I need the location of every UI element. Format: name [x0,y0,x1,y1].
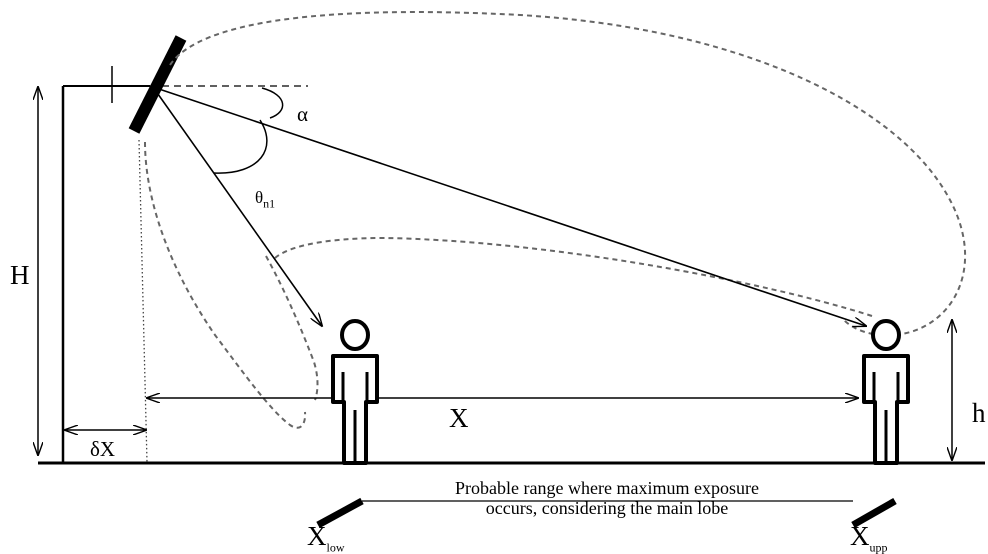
range-upp-mark [851,497,897,529]
label-H: H [10,260,30,290]
null-beam-arrow [152,86,322,326]
label-delta-X: δX [90,437,116,461]
alpha-angle-arc [261,87,284,119]
label-x-upp: Xupp [850,521,888,554]
label-x-low: Xlow [307,521,345,554]
main-lobe-inner-edge [274,236,873,317]
probable-range-note-line1: Probable range where maximum exposure [455,478,759,498]
main-lobe-outline [169,11,967,337]
main-beam-arrow [152,86,866,326]
antenna-panel [128,35,187,134]
x-low-subscript: low [326,540,345,554]
theta-symbol: θ [255,188,264,207]
x-upp-symbol: X [850,521,870,551]
range-low-mark [316,497,364,529]
antenna-vertical-dotted-line [138,139,148,463]
theta-angle-arc [213,119,268,174]
probable-range-note-line2: occurs, considering the main lobe [485,498,729,518]
person-near-figure [331,319,379,465]
side-lobe-inner-edge [265,255,319,401]
theta-subscript: n1 [263,196,276,211]
probable-range-note: Probable range where maximum exposure oc… [372,478,842,518]
x-upp-subscript: upp [869,540,888,554]
person-far-figure [862,319,910,465]
label-theta-n1: θn1 [255,189,275,209]
x-low-symbol: X [307,521,327,551]
label-X: X [449,403,469,433]
label-alpha: α [297,102,309,126]
side-lobe-outline [144,141,307,429]
label-h: h [972,398,986,428]
